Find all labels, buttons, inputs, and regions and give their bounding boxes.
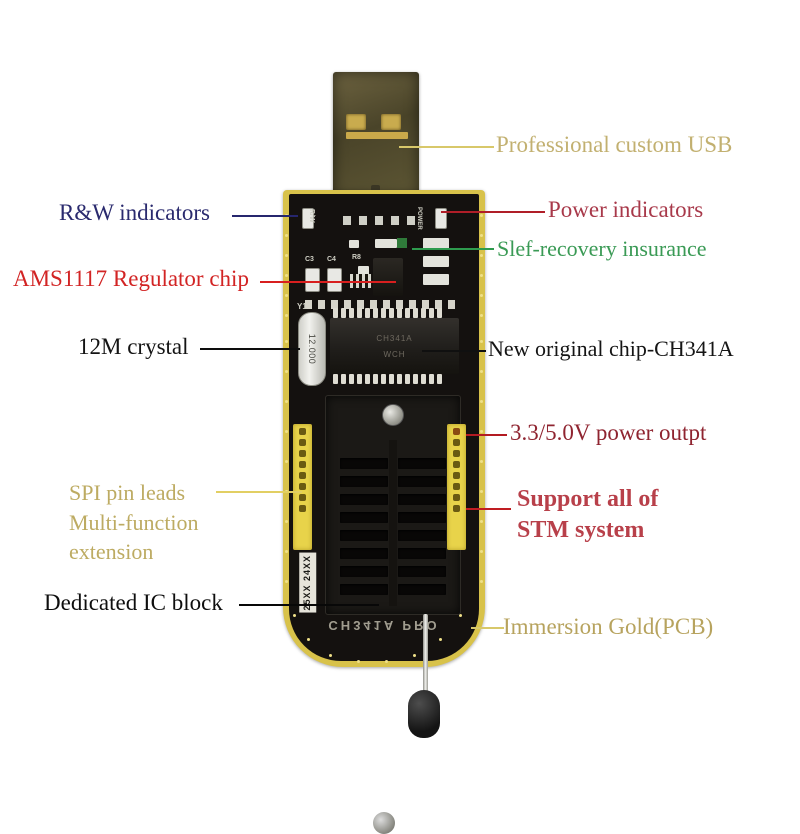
silk-label-c3: C3 <box>305 256 314 263</box>
silk-label-y1: Y1 <box>297 302 307 311</box>
silk-board-name: CH341A PRO <box>328 618 440 633</box>
leader-new-original-chip <box>422 350 486 352</box>
annotation-support-stm-line2: STM system <box>517 517 645 544</box>
annotation-support-stm: Support all of STM system <box>517 484 737 546</box>
silk-label-power: POWER <box>416 207 422 230</box>
smd-diode <box>397 238 407 248</box>
leader-power-indicators <box>441 211 545 213</box>
annotation-support-stm-line1: Support all of <box>517 486 659 512</box>
through-hole-pin-row <box>305 300 455 309</box>
manufacturer-logo <box>373 812 395 834</box>
usb-contact-slot <box>381 114 401 130</box>
led-power <box>435 208 447 229</box>
zif-lever-knob[interactable] <box>408 690 440 738</box>
annotation-professional-custom-usb: Professional custom USB <box>496 132 733 157</box>
annotation-dedicated-ic-block: Dedicated IC block <box>44 590 223 615</box>
usb-solder-pads <box>343 216 415 225</box>
ams1117-regulator-chip <box>373 258 403 296</box>
crystal-marking: 12.000 <box>307 333 317 365</box>
leader-dedicated-ic-block <box>239 604 379 606</box>
annotation-power-indicators: Power indicators <box>548 197 704 222</box>
zif-contact-bank-left <box>340 458 388 595</box>
diagram-canvas: R/W POWER C3 C4 R8 <box>13 72 737 834</box>
annotation-12m-crystal: 12M crystal <box>78 334 189 359</box>
usb-connector <box>330 72 422 203</box>
silk-label-r8: R8 <box>352 254 361 261</box>
smd-capacitor <box>349 240 359 248</box>
zif-screw <box>382 404 404 426</box>
annotation-immersion-gold: Immersion Gold(PCB) <box>503 614 714 639</box>
crystal-oscillator-12m: 12.000 <box>298 312 326 386</box>
annotation-self-recovery-insurance: Slef-recovery insurance <box>497 236 707 261</box>
self-recovery-fuse <box>423 238 449 249</box>
annotation-power-output: 3.3/5.0V power outpt <box>510 420 707 445</box>
led-read-write <box>302 208 314 229</box>
ch341a-chip: CH341A WCH <box>330 318 459 374</box>
chip-marking-line2: WCH <box>383 350 406 359</box>
smd-resistor <box>423 256 449 267</box>
zif-contact-bank-right <box>398 458 446 595</box>
leader-immersion-gold <box>471 627 504 629</box>
chip-marking-line1: CH341A <box>376 334 413 343</box>
annotation-spi-pin-leads: SPI pin leads Multi-function extension <box>69 478 279 567</box>
usb-tongue <box>346 132 408 139</box>
capacitor-c4 <box>327 268 342 292</box>
smd-capacitor <box>375 239 397 248</box>
annotation-spi-pin-leads-line1: SPI pin leads <box>69 480 186 505</box>
zif-center-rail <box>389 440 397 606</box>
zif-ic-socket[interactable] <box>325 395 461 615</box>
power-output-pin-header-right[interactable] <box>447 424 466 550</box>
chip-pins-top <box>333 308 442 318</box>
silk-label-rw: R/W <box>308 209 315 223</box>
zif-lever-arm[interactable] <box>423 614 428 692</box>
annotation-new-original-chip: New original chip-CH341A <box>488 336 734 361</box>
leader-12m-crystal <box>200 348 300 350</box>
annotation-ams1117-regulator: AMS1117 Regulator chip <box>13 266 249 291</box>
leader-rw-indicators <box>232 215 298 217</box>
capacitor-c3 <box>305 268 320 292</box>
smd-resistor <box>423 274 449 285</box>
spi-pin-header-left[interactable] <box>293 424 312 550</box>
chip-pins-bottom <box>333 374 442 384</box>
usb-contact-slot <box>346 114 366 130</box>
usb-notch <box>371 185 380 193</box>
leader-ams1117-regulator <box>260 281 396 283</box>
leader-power-output <box>466 434 507 436</box>
leader-support-stm <box>466 508 511 510</box>
silk-label-c4: C4 <box>327 256 336 263</box>
leader-self-recovery-insurance <box>412 248 494 250</box>
annotation-spi-pin-leads-line2: Multi-function extension <box>69 509 199 565</box>
leader-spi-pin-leads <box>216 491 302 493</box>
leader-professional-custom-usb <box>399 146 494 148</box>
annotation-rw-indicators: R&W indicators <box>59 200 210 225</box>
